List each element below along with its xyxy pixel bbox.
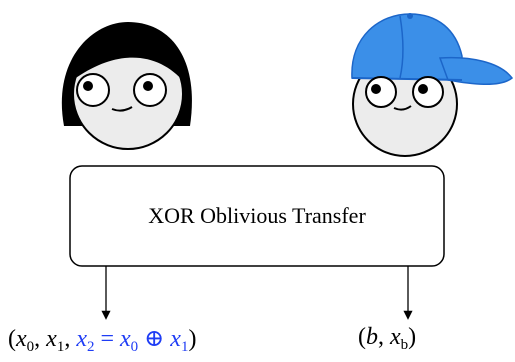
var-x0b: x <box>120 326 131 352</box>
sub-x1: 1 <box>56 339 65 355</box>
paren-close: ) <box>188 326 197 352</box>
paren-open: ( <box>8 326 16 352</box>
var-b: b <box>366 324 378 350</box>
sub-xb: b <box>400 337 409 353</box>
xor-sign: ⊕ <box>144 326 165 352</box>
ot-box <box>69 165 445 267</box>
sub-x2: 2 <box>86 339 95 355</box>
right-output-label: (b, xb) <box>358 324 417 353</box>
comma-2: , <box>64 326 71 352</box>
var-x1: x <box>46 326 57 352</box>
paren-close-right: ) <box>408 324 417 350</box>
left-output-label: (x0, x1, x2 = x0 ⊕ x1) <box>8 324 197 355</box>
equals-sign: = <box>100 326 115 352</box>
box-label: XOR Oblivious Transfer <box>148 203 366 228</box>
xor-definition: x2 = x0 ⊕ x1 <box>76 326 189 355</box>
sub-x0: 0 <box>26 339 35 355</box>
var-xb: x <box>390 324 401 350</box>
sub-x0b: 0 <box>130 339 139 355</box>
comma-1: , <box>34 326 41 352</box>
comma-right: , <box>378 324 384 350</box>
boy-with-cap-icon <box>351 13 514 157</box>
var-x1b: x <box>170 326 181 352</box>
sub-x1b: 1 <box>180 339 189 355</box>
var-x2: x <box>76 326 87 352</box>
girl-face-icon <box>61 22 192 150</box>
var-x0: x <box>16 326 27 352</box>
paren-open-right: ( <box>358 324 366 350</box>
